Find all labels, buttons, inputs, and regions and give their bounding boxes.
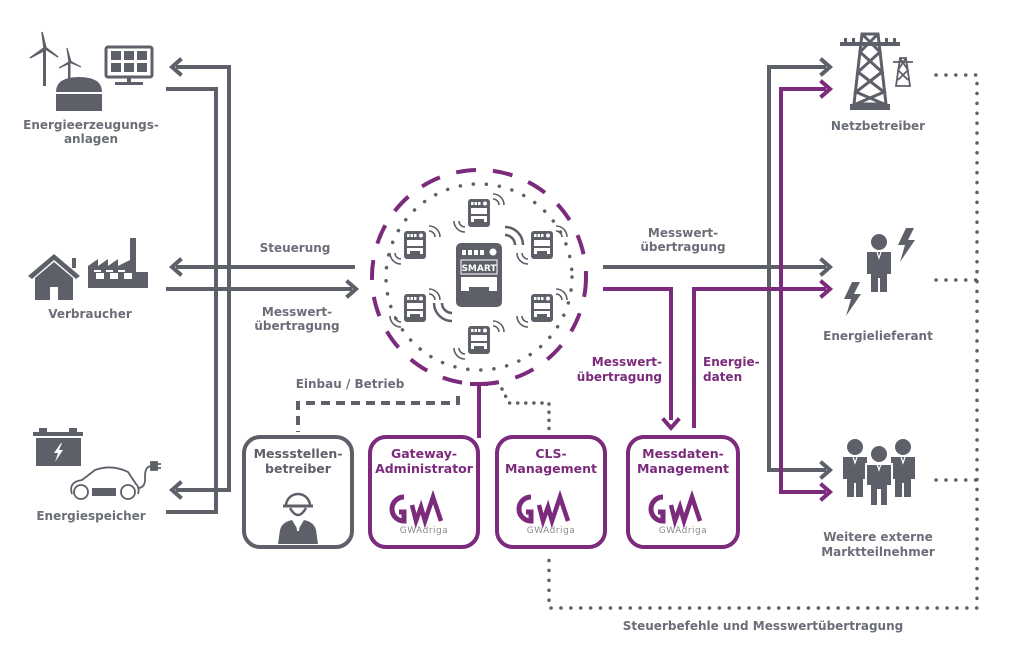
einbau-dashed-line (296, 396, 460, 432)
arrow-to-energieerzeugung (168, 57, 183, 77)
biogas-plant-icon (56, 77, 102, 111)
arrow-to-verbraucher (168, 257, 183, 277)
arrow-to-energielieferant-purple (819, 279, 834, 299)
dotted-control-loop (547, 73, 979, 610)
worker-helmet-icon (278, 492, 318, 544)
cls-boundary-dotted (384, 182, 574, 372)
steuerung-label: Steuerung (260, 241, 331, 255)
messdaten-management-title-1: Messdaten- (642, 446, 724, 461)
hub-smart-label: SMART (461, 264, 497, 274)
arrow-to-netzbetreiber-gray (819, 57, 834, 77)
smart-meter-satellite (389, 288, 441, 328)
smart-meter-satellite (453, 193, 505, 233)
solar-panel-icon (104, 45, 154, 85)
smart-meter-satellite (453, 320, 505, 360)
energiespeicher-label: Energiespeicher (36, 509, 145, 523)
gateway-admin-connector (470, 382, 488, 438)
businessman-icon (866, 233, 892, 293)
right-gray-lines (603, 65, 826, 472)
house-icon (28, 254, 80, 300)
arrow-to-netzbetreiber-purple (819, 79, 834, 99)
arrow-to-hub (345, 279, 360, 299)
left-connector-lines (166, 65, 355, 514)
arrow-to-energiespeicher (168, 480, 183, 500)
arrow-to-marktteilnehmer-gray (819, 460, 834, 480)
left-messwert-label-1: Messwert- (262, 305, 332, 319)
right-arrowheads (661, 57, 834, 502)
messdaten-management-title-2: Management (637, 461, 729, 476)
left-arrowheads (168, 57, 360, 500)
einbau-betrieb-label: Einbau / Betrieb (296, 377, 405, 391)
messstellenbetreiber-title-1: Messstellen- (254, 446, 343, 461)
power-pylon-icon (840, 32, 913, 110)
gwadriga-logo-text: GWAdriga (527, 526, 576, 536)
box-messstellenbetreiber[interactable]: Messstellen- betreiber (242, 435, 354, 549)
netzbetreiber-label: Netzbetreiber (831, 119, 925, 133)
marktteilnehmer-label-2: Marktteilnehmer (821, 545, 935, 559)
gateway-administrator-title-1: Gateway- (391, 446, 457, 461)
smart-meter-satellite (516, 225, 568, 265)
energiedaten-label-1: Energie- (703, 355, 760, 369)
smart-meter-satellite (389, 225, 441, 265)
arrow-to-marktteilnehmer-purple (819, 482, 834, 502)
right-messwert-label-1: Messwert- (648, 226, 718, 240)
marktteilnehmer-label-1: Weitere externe (823, 530, 933, 544)
cls-dotted-connector (500, 387, 551, 434)
cls-management-title-2: Management (505, 461, 597, 476)
messstellenbetreiber-title-2: betreiber (265, 461, 332, 476)
right-messwert-label-2: übertragung (640, 240, 725, 254)
box-messdaten-management[interactable]: Messdaten- Management GWAdriga (626, 435, 740, 549)
energieerzeugung-label-2: anlagen (64, 132, 118, 146)
cls-management-title-1: CLS- (535, 446, 566, 461)
arrow-to-messdaten (661, 417, 681, 432)
energieerzeugung-label-1: Energieerzeugungs- (23, 118, 159, 132)
factory-icon (88, 238, 148, 288)
verbraucher-label: Verbraucher (48, 307, 132, 321)
lightning-icon (844, 228, 915, 316)
energielieferant-label: Energielieferant (823, 329, 933, 343)
energiedaten-label-2: daten (703, 370, 742, 384)
battery-icon (33, 428, 83, 466)
smart-meter-satellite (516, 288, 568, 328)
left-messwert-label-2: übertragung (254, 319, 339, 333)
gwadriga-logo-text: GWAdriga (659, 526, 708, 536)
right-purple-lines (603, 87, 826, 494)
electric-car-icon (70, 461, 161, 500)
gwadriga-logo-text: GWAdriga (400, 526, 449, 536)
box-cls-management[interactable]: CLS- Management GWAdriga (495, 435, 607, 549)
box-gateway-administrator[interactable]: Gateway- Administrator GWAdriga (368, 435, 480, 549)
bottom-caption: Steuerbefehle und Messwertübertragung (623, 619, 903, 633)
wind-turbine-icon (29, 31, 82, 86)
down-messwert-label-1: Messwert- (592, 355, 662, 369)
arrow-to-energielieferant-gray (819, 257, 834, 277)
gateway-administrator-title-2: Administrator (375, 461, 474, 476)
down-messwert-label-2: übertragung (577, 370, 662, 384)
group-people-icon (842, 438, 916, 507)
smart-meter-hub[interactable]: SMART (432, 225, 525, 323)
